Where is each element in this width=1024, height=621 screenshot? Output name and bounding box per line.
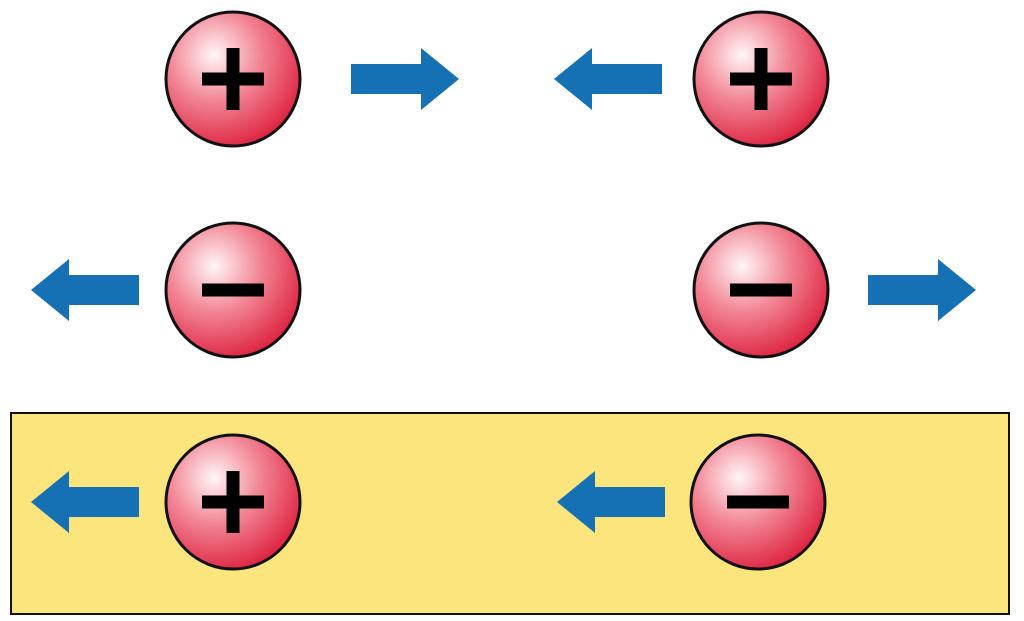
plus-icon: [202, 48, 264, 110]
plus-icon: [202, 471, 264, 533]
negative-charge: [689, 433, 827, 571]
positive-charge: [164, 433, 302, 571]
arrow-left-icon: [31, 471, 139, 533]
highlight-panel-opposite: [10, 412, 1010, 615]
arrows-layer: [31, 48, 976, 533]
arrow-right-icon: [868, 259, 976, 321]
minus-icon: [727, 495, 789, 509]
arrow-right-icon: [351, 48, 459, 110]
panels-layer: [10, 412, 1010, 615]
positive-charge: [164, 10, 302, 148]
arrow-left-icon: [557, 471, 665, 533]
arrow-left-icon: [31, 259, 139, 321]
negative-charge: [164, 221, 302, 359]
minus-icon: [202, 283, 264, 297]
minus-icon: [730, 283, 792, 297]
plus-icon: [730, 48, 792, 110]
positive-charge: [692, 10, 830, 148]
charges-layer: [164, 10, 830, 571]
arrow-left-icon: [554, 48, 662, 110]
negative-charge: [692, 221, 830, 359]
